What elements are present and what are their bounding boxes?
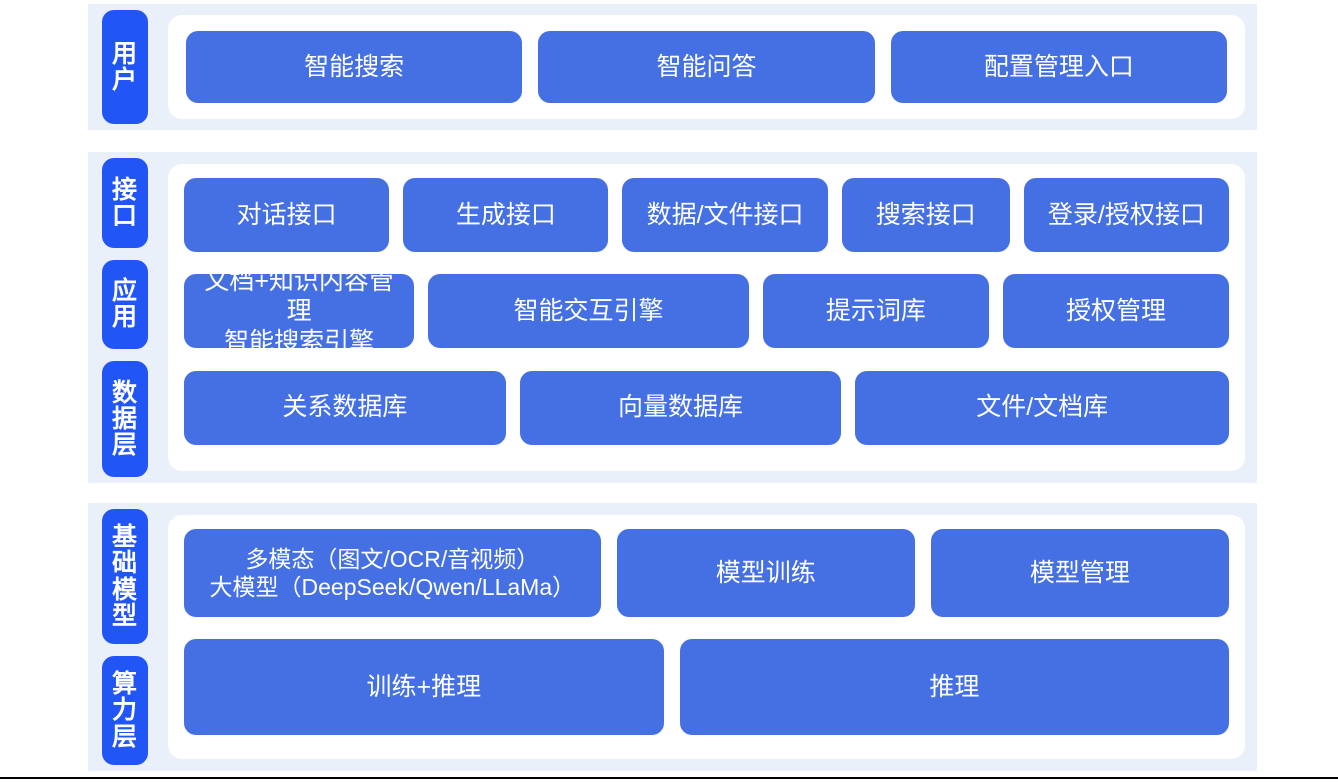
tag-interface: 接口 [102,158,148,248]
tag-column-infrastructure: 基础模型 算力层 [88,503,156,771]
tag-compute-layer: 算力层 [102,656,148,765]
box-model-training[interactable]: 模型训练 [616,529,915,617]
tag-user-label: 用户 [111,39,138,94]
box-search-api[interactable]: 搜索接口 [841,178,1010,252]
tag-data-layer: 数据层 [102,361,148,477]
row-interface: 对话接口 生成接口 数据/文件接口 搜索接口 登录/授权接口 [168,178,1245,264]
card-user: 智能搜索 智能问答 配置管理入口 [168,15,1245,119]
row-application: 文档+知识内容管理 智能搜索引擎 智能交互引擎 提示词库 授权管理 [168,267,1245,360]
tag-compute-layer-label: 算力层 [111,670,138,751]
row-compute-layer: 训练+推理 推理 [168,639,1245,745]
box-login-auth-api[interactable]: 登录/授权接口 [1023,178,1229,252]
box-smart-search[interactable]: 智能搜索 [186,31,523,103]
row-data-layer: 关系数据库 向量数据库 文件/文档库 [168,370,1245,457]
section-platform: 接口 应用 数据层 对话接口 生成接口 数据/文件接口 搜索接口 登录/授权接口… [88,152,1257,483]
box-vector-database[interactable]: 向量数据库 [519,370,842,445]
box-model-management[interactable]: 模型管理 [930,529,1229,617]
box-config-management-entry[interactable]: 配置管理入口 [890,31,1227,103]
box-data-file-api[interactable]: 数据/文件接口 [622,178,828,252]
tag-foundation-model-label: 基础模型 [111,523,138,630]
card-platform: 对话接口 生成接口 数据/文件接口 搜索接口 登录/授权接口 文档+知识内容管理… [168,164,1245,471]
box-multimodal-large-model[interactable]: 多模态（图文/OCR/音视频） 大模型（DeepSeek/Qwen/LLaMa） [184,529,601,617]
box-inference[interactable]: 推理 [679,639,1229,735]
card-infrastructure: 多模态（图文/OCR/音视频） 大模型（DeepSeek/Qwen/LLaMa）… [168,515,1245,759]
tag-data-layer-label: 数据层 [111,378,138,460]
section-infrastructure: 基础模型 算力层 多模态（图文/OCR/音视频） 大模型（DeepSeek/Qw… [88,503,1257,771]
box-dialog-api[interactable]: 对话接口 [184,178,390,252]
tag-foundation-model: 基础模型 [102,509,148,645]
tag-application-label: 应用 [111,277,138,332]
tag-column-platform: 接口 应用 数据层 [88,152,156,483]
section-user: 用户 智能搜索 智能问答 配置管理入口 [88,4,1257,130]
tag-application: 应用 [102,259,148,350]
box-authorization-management[interactable]: 授权管理 [1002,274,1229,349]
box-smart-interaction-engine[interactable]: 智能交互引擎 [428,274,749,349]
box-smart-qa[interactable]: 智能问答 [538,31,875,103]
box-prompt-library[interactable]: 提示词库 [762,274,989,349]
row-user-entries: 智能搜索 智能问答 配置管理入口 [168,15,1245,119]
row-foundation-model: 多模态（图文/OCR/音视频） 大模型（DeepSeek/Qwen/LLaMa）… [168,529,1245,627]
box-file-document-store[interactable]: 文件/文档库 [855,370,1229,445]
bottom-divider [0,777,1338,779]
tag-column-user: 用户 [88,4,156,130]
box-relational-database[interactable]: 关系数据库 [184,370,506,445]
box-generation-api[interactable]: 生成接口 [403,178,609,252]
box-training-plus-inference[interactable]: 训练+推理 [184,639,664,735]
tag-user: 用户 [102,10,148,124]
box-doc-knowledge-content-management[interactable]: 文档+知识内容管理 智能搜索引擎 [184,267,415,356]
tag-interface-label: 接口 [111,175,138,230]
